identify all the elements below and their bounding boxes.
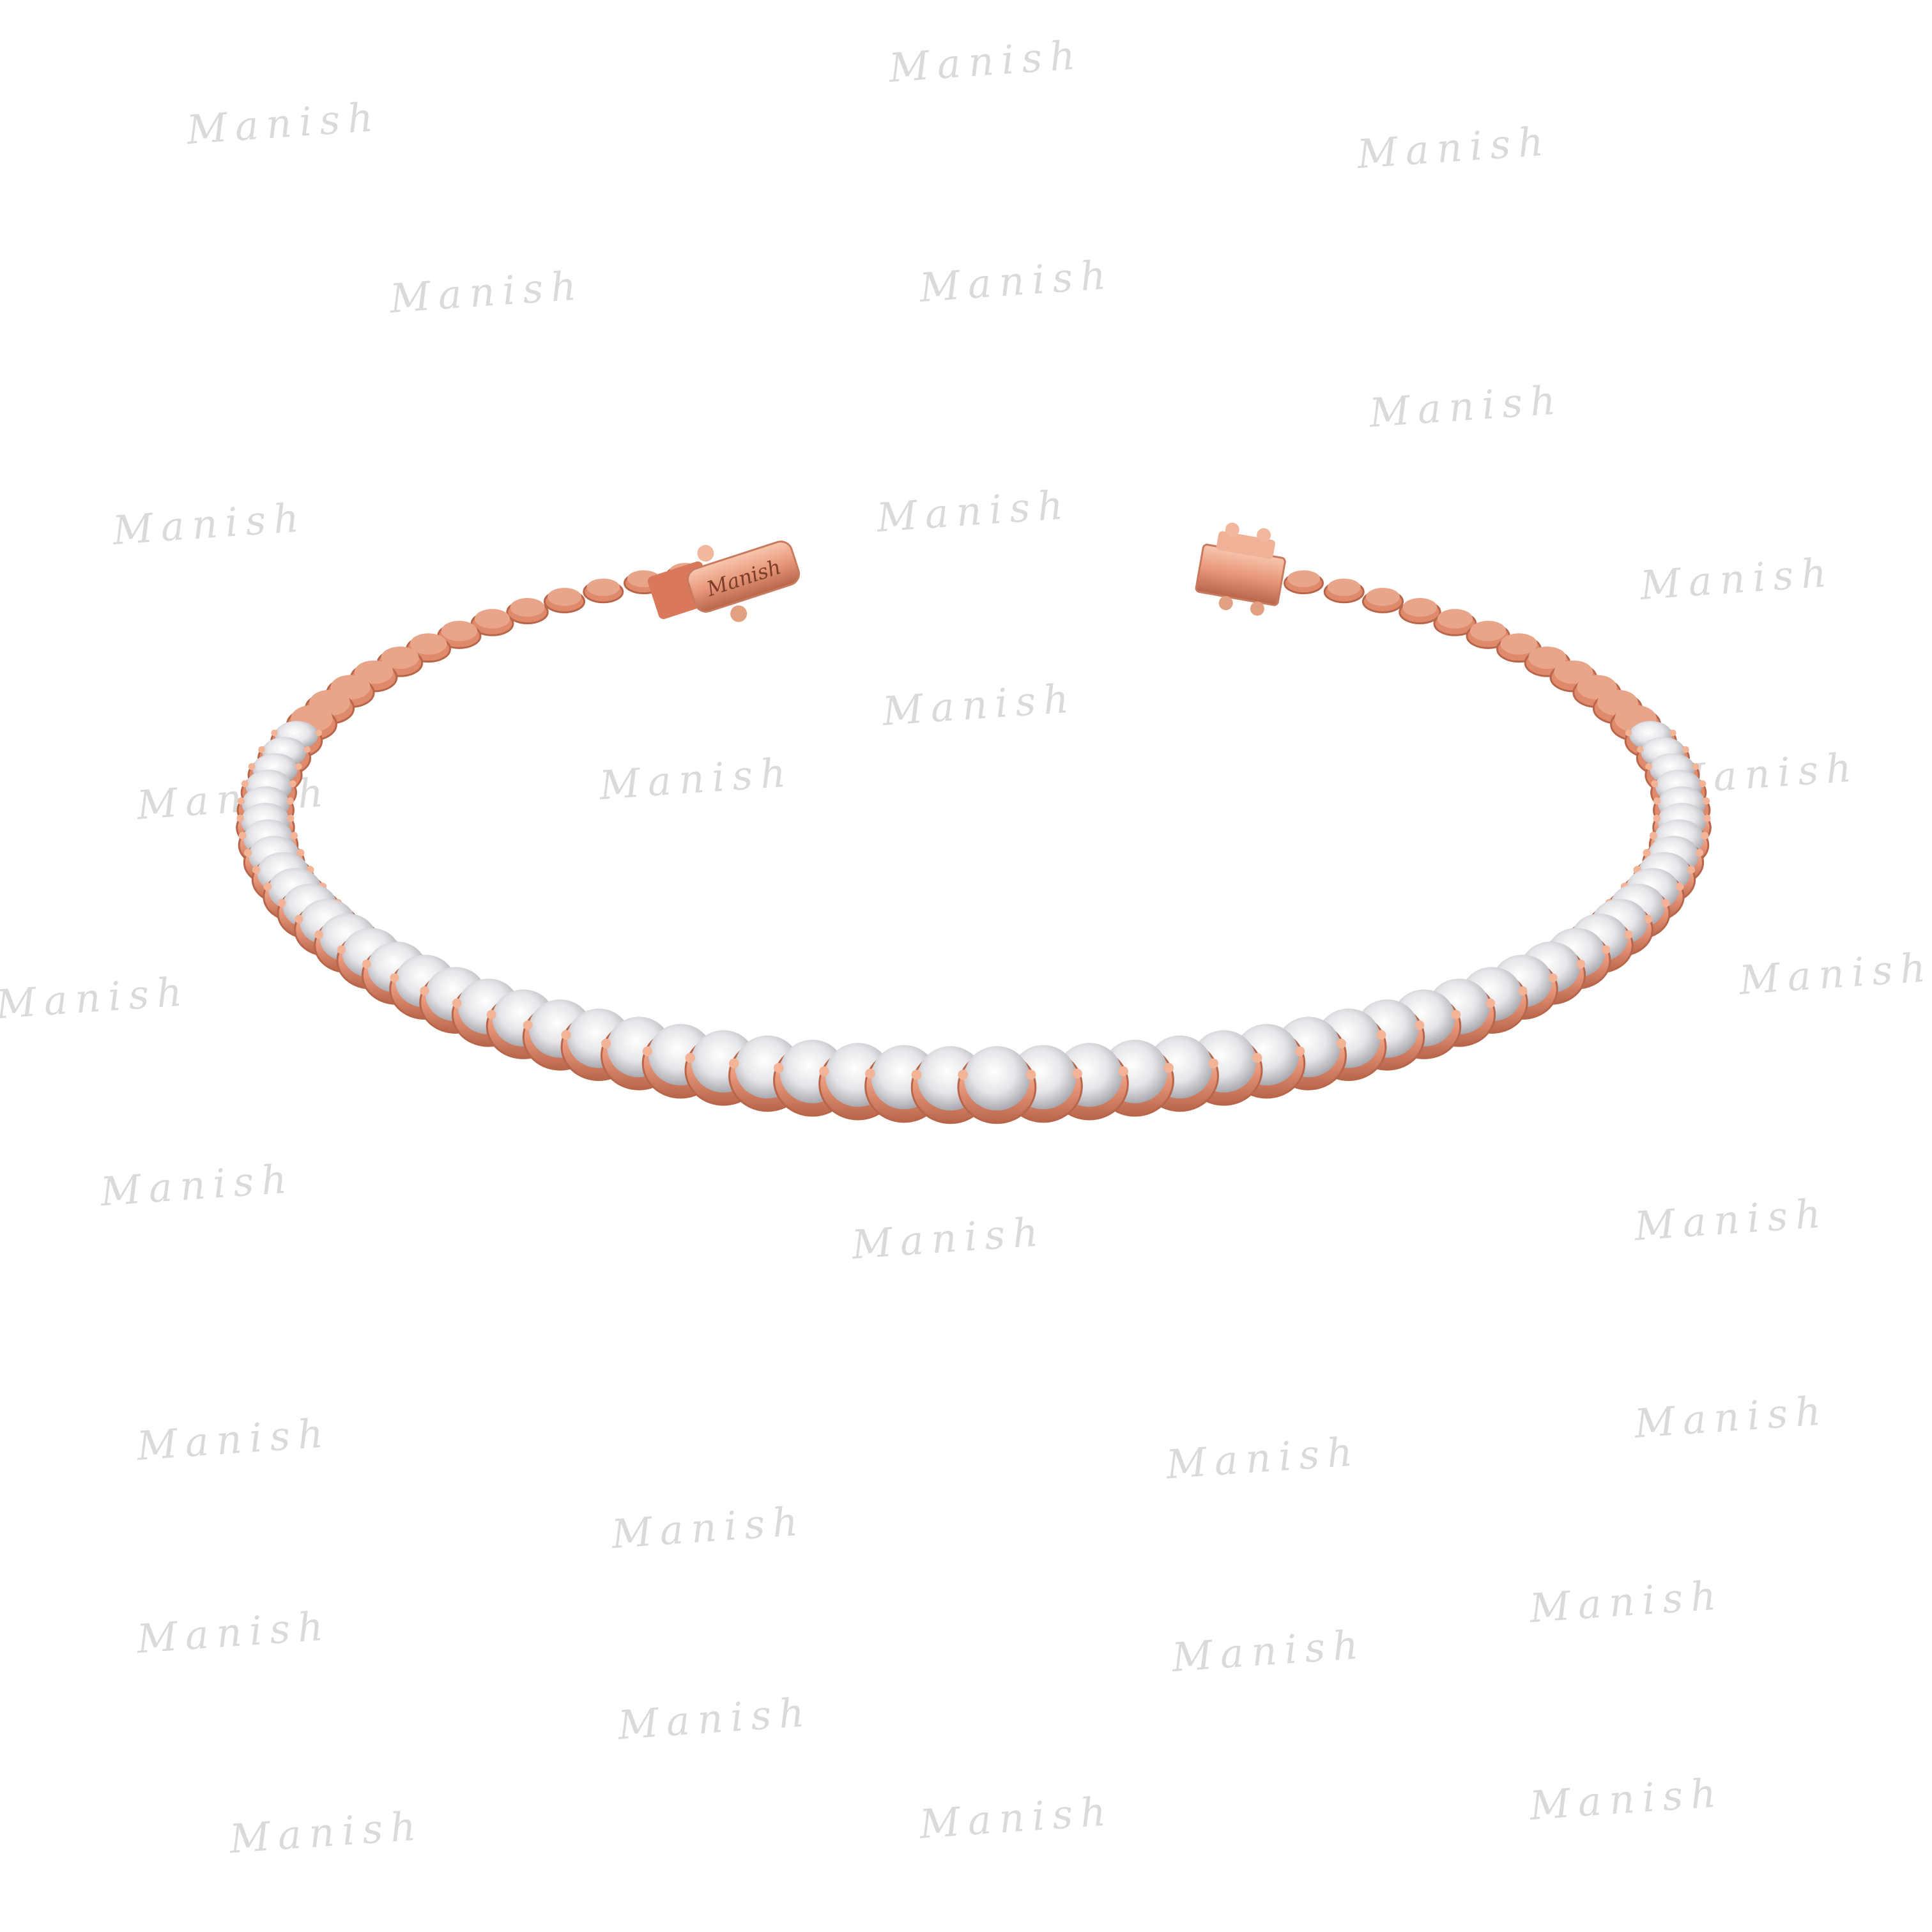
diamond-stone: [583, 578, 624, 604]
diamond-stone: [543, 588, 586, 613]
diamond-stone: [1284, 570, 1324, 595]
diamond-stone: [1466, 620, 1510, 649]
diamond-stone: [470, 609, 514, 636]
diamond-stone: [1361, 588, 1404, 613]
diamond-stone: [506, 597, 549, 625]
diamond-stone: [437, 620, 482, 649]
clasp-right: [1195, 523, 1286, 616]
diamond-stone: [1399, 597, 1441, 625]
diamond-stone: [1433, 609, 1477, 636]
diamond-stone: [1496, 633, 1542, 663]
diamond-stone: [1323, 578, 1365, 604]
clasp-left: Manish: [647, 540, 801, 622]
diamond-stone: [957, 1046, 1037, 1124]
